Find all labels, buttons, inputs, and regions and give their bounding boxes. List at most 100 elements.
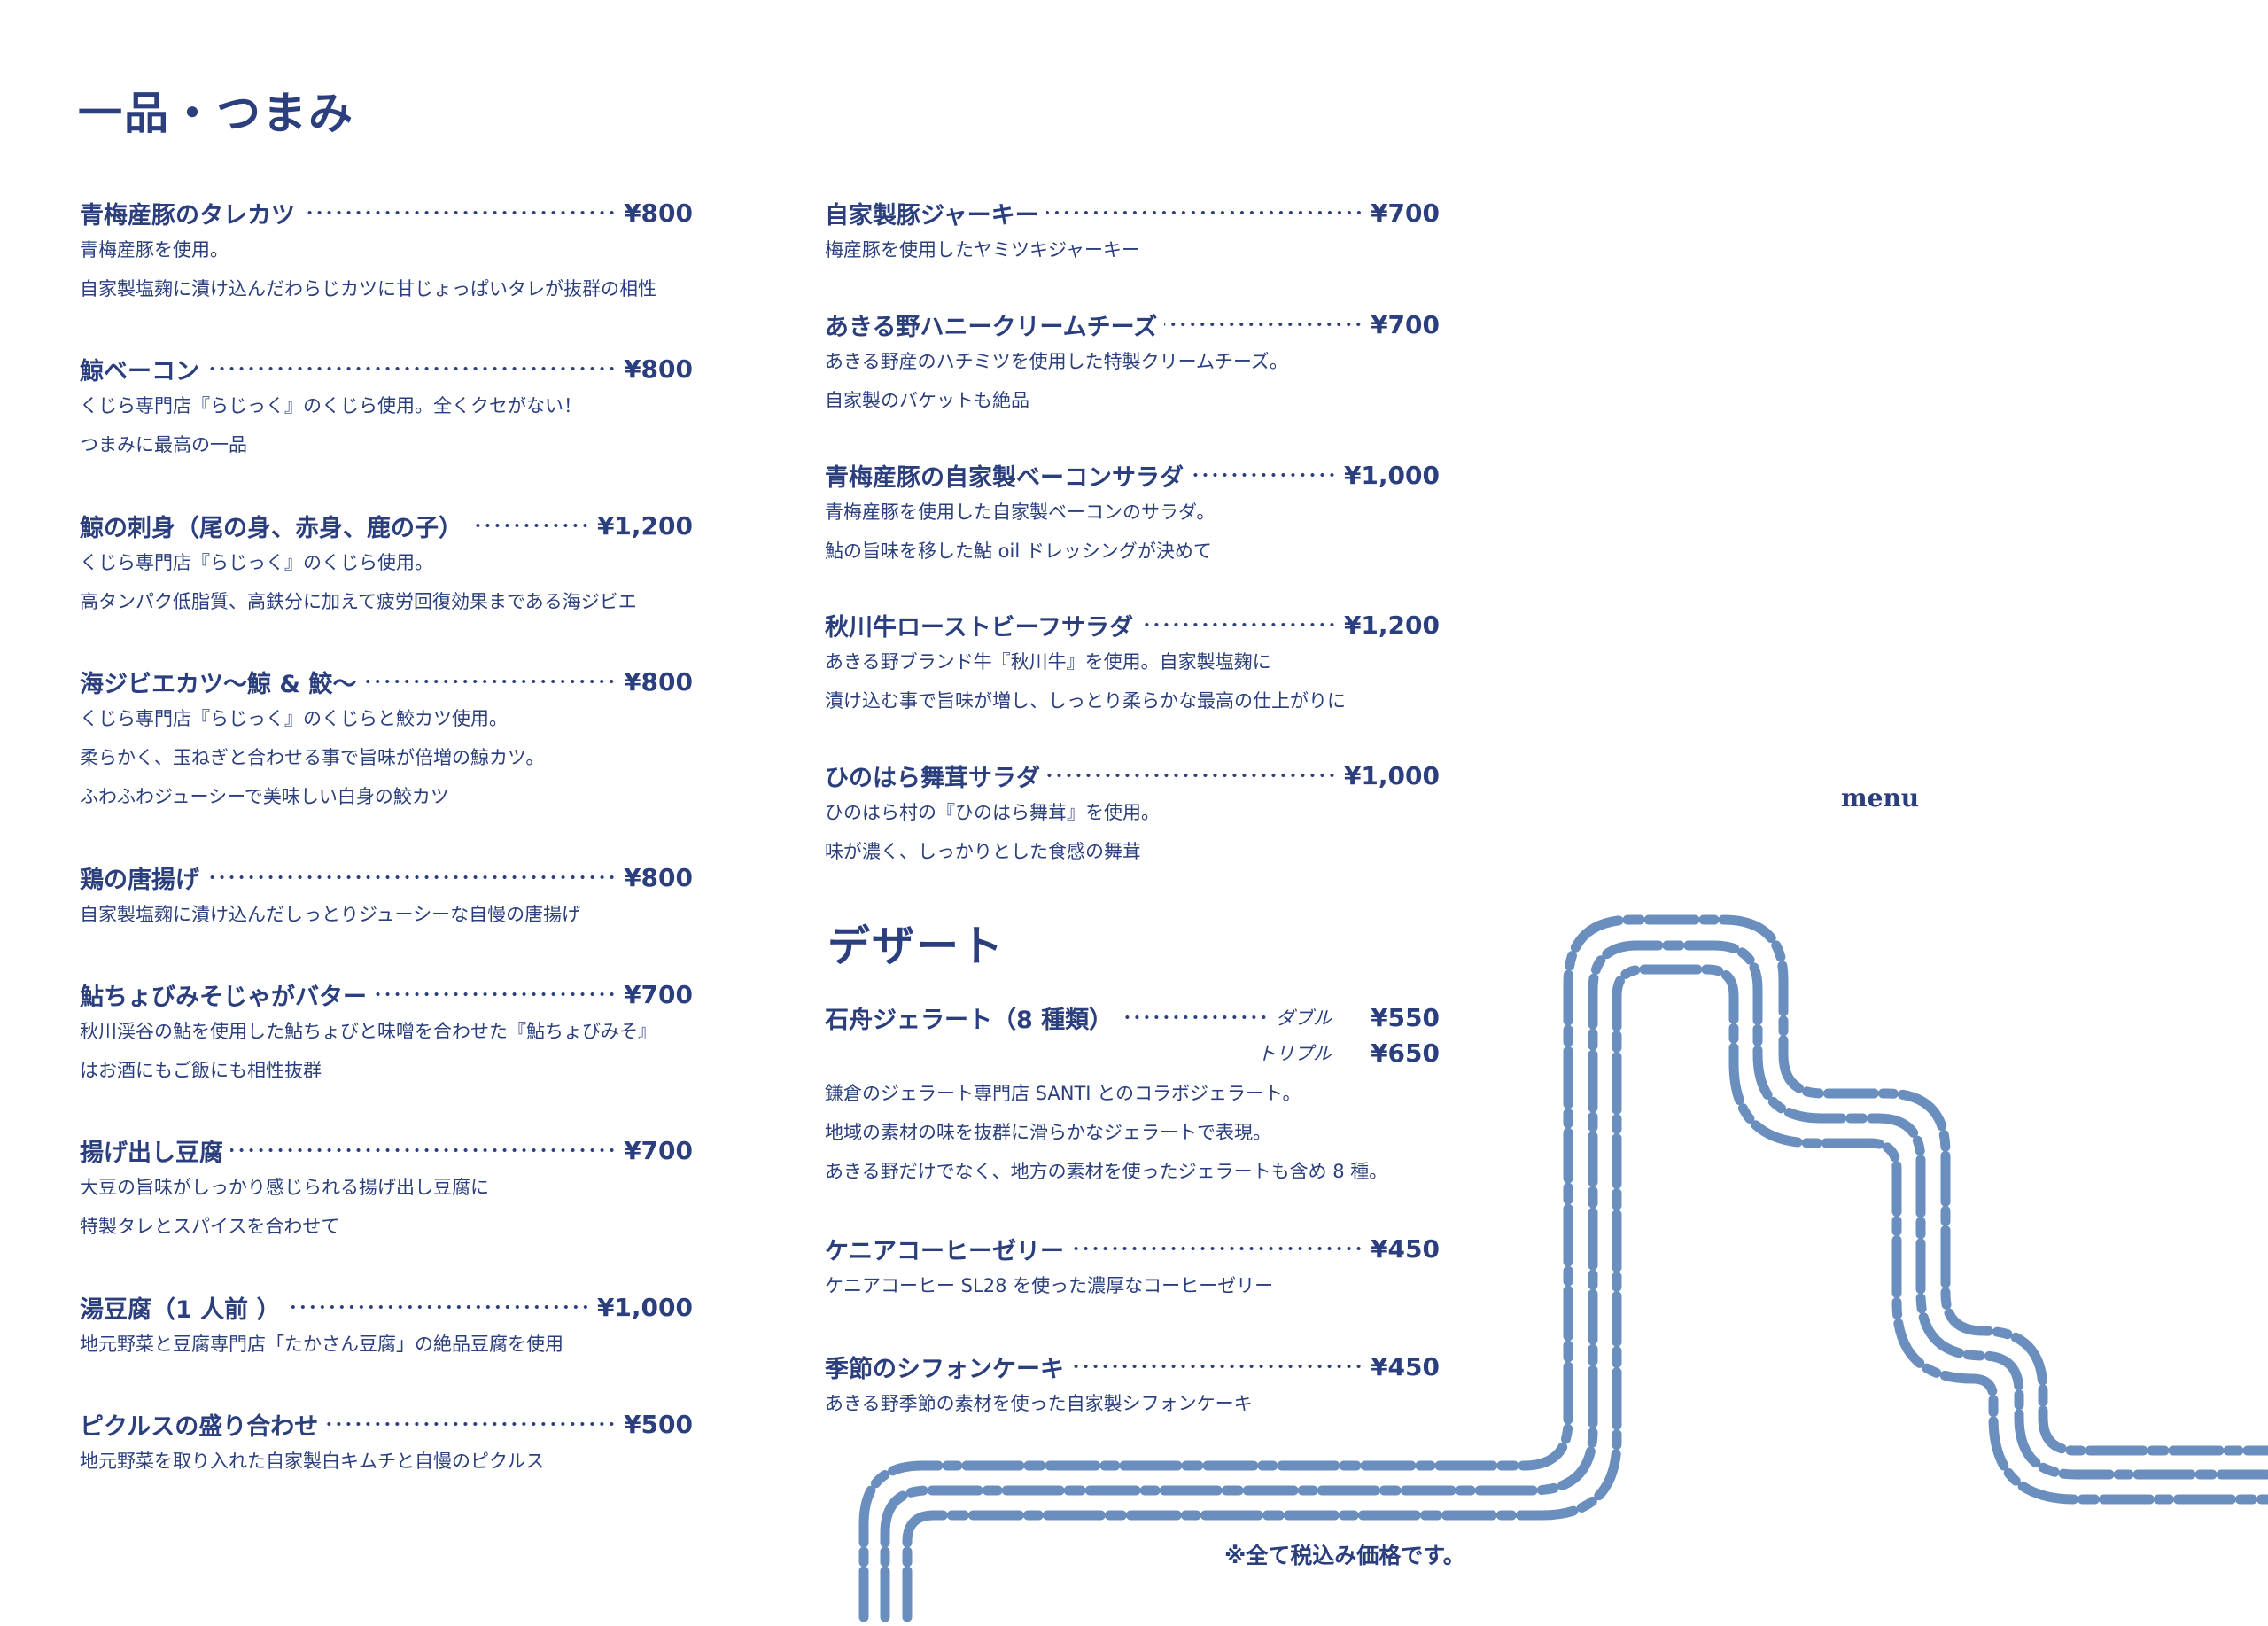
item-price: ¥800 [624, 666, 693, 696]
item-price: ¥700 [1371, 198, 1440, 228]
item-desc: くじら専門店『らじっく』のくじらと鮫カツ使用。 [80, 708, 508, 729]
item-price: ¥700 [1371, 309, 1440, 339]
item-desc: あきる野産のハチミツを使用した特製クリームチーズ。 [825, 351, 1288, 372]
item-price: ¥700 [624, 1135, 693, 1165]
menu-item: ひのはら舞茸サラダ ¥1,000 ひのはら村の『ひのはら舞茸』を使用。 味が濃く、… [825, 758, 1440, 871]
dot-leader [374, 992, 617, 997]
dot-leader [1071, 1246, 1364, 1251]
item-price: ¥650 [1371, 1038, 1440, 1068]
item-name: 揚げ出し豆腐 [80, 1139, 223, 1167]
item-name: ケニアコーヒーゼリー [825, 1237, 1064, 1265]
item-desc: ふわふわジューシーで美味しい白身の鮫カツ [80, 786, 449, 807]
item-desc: 味が濃く、しっかりとした食感の舞茸 [825, 841, 1141, 862]
dot-leader [325, 1421, 617, 1427]
item-desc: あきる野だけでなく、地方の素材を使ったジェラートも含め 8 種。 [825, 1161, 1388, 1182]
item-price: ¥1,000 [596, 1292, 693, 1322]
item-name: 鮎ちょびみそじゃがバター [80, 983, 367, 1011]
dot-leader [1047, 773, 1337, 778]
item-desc: 鮎の旨味を移した鮎 oil ドレッシングが決めて [825, 541, 1212, 562]
item-name: ひのはら舞茸サラダ [825, 764, 1040, 792]
item-name: 湯豆腐（1 人前 ） [80, 1295, 281, 1324]
dot-leader [1120, 1015, 1270, 1020]
item-name: 季節のシフォンケーキ [825, 1355, 1064, 1383]
item-desc: 大豆の旨味がしっかり感じられる揚げ出し豆腐に [80, 1177, 489, 1198]
item-price: ¥450 [1371, 1351, 1440, 1381]
item-price: ¥800 [624, 198, 693, 228]
item-price: ¥1,000 [1343, 760, 1440, 790]
item-price: ¥550 [1371, 1002, 1440, 1032]
menu-item: 秋川牛ローストビーフサラダ¥1,200 あきる野ブランド牛『秋川牛』を使用。自家… [825, 607, 1440, 720]
menu-item: 青梅産豚のタレカツ ¥800 青梅産豚を使用。 自家製塩麹に漬け込んだわらじカツに… [80, 195, 693, 308]
item-desc: あきる野季節の素材を使った自家製シフォンケーキ [825, 1393, 1253, 1414]
item-desc: 漬け込む事で旨味が増し、しっとり柔らかな最高の仕上がりに [825, 690, 1346, 712]
menu-item: 鯨ベーコン¥800 くじら専門店『らじっく』のくじら使用。全くクセがない！ つま… [80, 351, 693, 464]
dot-leader [1164, 322, 1364, 327]
menu-item: 海ジビエカツ〜鯨 & 鮫〜¥800 くじら専門店『らじっく』のくじらと鮫カツ使用… [80, 664, 693, 816]
dot-leader [1045, 210, 1364, 215]
dessert-item: 季節のシフォンケーキ ¥450 あきる野季節の素材を使った自家製シフォンケーキ [825, 1349, 1440, 1423]
dot-leader [470, 523, 590, 528]
item-desc: 青梅産豚を使用した自家製ベーコンのサラダ。 [825, 502, 1216, 523]
item-desc: ひのはら村の『ひのはら舞茸』を使用。 [825, 802, 1160, 823]
item-desc: 自家製塩麹に漬け込んだしっとりジューシーな自慢の唐揚げ [80, 904, 581, 925]
item-name: 鶏の唐揚げ [80, 866, 199, 894]
item-desc: 自家製塩麹に漬け込んだわらじカツに甘じょっぱいタレが抜群の相性 [80, 278, 656, 300]
dot-leader [287, 1304, 590, 1310]
item-price: ¥1,000 [1343, 460, 1440, 490]
dot-leader [363, 679, 617, 684]
item-name: 秋川牛ローストビーフサラダ [825, 613, 1134, 642]
item-name: 青梅産豚の自家製ベーコンサラダ [825, 463, 1184, 492]
item-desc: あきる野ブランド牛『秋川牛』を使用。自家製塩麹に [825, 651, 1271, 673]
menu-label: menu [1841, 783, 1920, 813]
dessert-item: 石舟ジェラート（8 種類） ダブル ¥550 トリプル ¥650 鎌倉のジェラート専門… [825, 1000, 1440, 1191]
item-desc: 地元野菜と豆腐専門店「たかさん豆腐」の絶品豆腐を使用 [80, 1334, 563, 1355]
item-name: 青梅産豚のタレカツ [80, 201, 295, 230]
item-price: ¥1,200 [596, 510, 693, 541]
item-desc: 地元野菜を取り入れた自家製白キムチと自慢のピクルス [80, 1451, 545, 1472]
item-name: ピクルスの盛り合わせ [80, 1412, 319, 1441]
variant-label: ダブル [1276, 1007, 1332, 1029]
item-name: 石舟ジェラート（8 種類） [825, 1006, 1114, 1034]
item-price: ¥450 [1371, 1233, 1440, 1264]
dot-leader [1191, 472, 1337, 478]
menu-item: 湯豆腐（1 人前 ） ¥1,000 地元野菜と豆腐専門店「たかさん豆腐」の絶品豆腐… [80, 1289, 693, 1364]
dot-leader [1071, 1364, 1364, 1369]
item-desc: 自家製のバケットも絶品 [825, 390, 1029, 411]
item-desc: 特製タレとスパイスを合わせて [80, 1216, 340, 1237]
item-desc: くじら専門店『らじっく』のくじら使用。全くクセがない！ [80, 395, 582, 416]
item-desc: ケニアコーヒー SL28 を使った濃厚なコーヒーゼリー [825, 1275, 1274, 1296]
item-desc: 地域の素材の味を抜群に滑らかなジェラートで表現。 [825, 1122, 1271, 1143]
dot-leader [206, 366, 617, 371]
menu-item: 鶏の唐揚げ ¥800 自家製塩麹に漬け込んだしっとりジューシーな自慢の唐揚げ [80, 860, 693, 934]
dot-leader [230, 1148, 617, 1153]
item-price: ¥800 [624, 862, 693, 892]
menu-item: 揚げ出し豆腐 ¥700 大豆の旨味がしっかり感じられる揚げ出し豆腐に 特製タレとス… [80, 1132, 693, 1246]
item-price: ¥500 [624, 1409, 693, 1439]
item-desc: 梅産豚を使用したヤミツキジャーキー [825, 239, 1140, 261]
dot-leader [206, 875, 617, 880]
track-line-inner [902, 964, 2268, 1622]
item-desc: 鎌倉のジェラート専門店 SANTI とのコラボジェラート。 [825, 1083, 1301, 1104]
item-name: あきる野ハニークリームチーズ [825, 313, 1158, 341]
item-desc: 秋川渓谷の鮎を使用した鮎ちょびと味噌を合わせた『鮎ちょびみそ』 [80, 1021, 656, 1042]
item-name: 鯨の刺身（尾の身、赤身、鹿の子） [80, 514, 462, 542]
item-desc: 高タンパク低脂質、高鉄分に加えて疲労回復効果まである海ジビエ [80, 591, 637, 612]
item-price: ¥700 [624, 979, 693, 1009]
menu-item: 鯨の刺身（尾の身、赤身、鹿の子）¥1,200 くじら専門店『らじっく』のくじら使… [80, 508, 693, 621]
variant-label: トリプル [1257, 1043, 1332, 1064]
item-desc: 柔らかく、玉ねぎと合わせる事で旨味が倍増の鯨カツ。 [80, 747, 545, 768]
track-line-middle [880, 940, 2268, 1622]
tax-note: ※全て税込み価格です。 [1224, 1543, 1465, 1568]
menu-item: 自家製豚ジャーキー¥700 梅産豚を使用したヤミツキジャーキー [825, 195, 1440, 269]
track-line-outer [858, 914, 2268, 1622]
dot-leader [302, 210, 617, 215]
item-price: ¥800 [624, 354, 693, 384]
item-desc: つまみに最高の一品 [80, 434, 247, 455]
dot-leader [1140, 622, 1337, 627]
item-desc: 青梅産豚を使用。 [80, 239, 229, 261]
menu-item: あきる野ハニークリームチーズ ¥700 あきる野産のハチミツを使用した特製クリーム… [825, 307, 1440, 420]
menu-item: ピクルスの盛り合わせ ¥500 地元野菜を取り入れた自家製白キムチと自慢のピクルス [80, 1406, 693, 1481]
menu-item: 青梅産豚の自家製ベーコンサラダ ¥1,000 青梅産豚を使用した自家製ベーコンのサ… [825, 457, 1440, 571]
item-desc: はお酒にもご飯にも相性抜群 [80, 1060, 322, 1081]
